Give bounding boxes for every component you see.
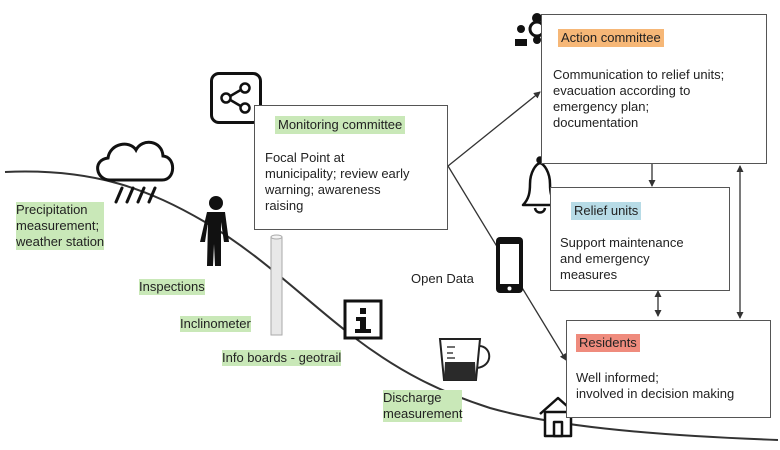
inclinometer-label: Inclinometer [180, 316, 251, 332]
measuring-jug-icon [438, 338, 491, 381]
open-data-label: Open Data [411, 271, 474, 286]
rain-cloud-icon [96, 140, 175, 204]
info-boards-label: Info boards - geotrail [222, 350, 342, 366]
monitoring-committee-box: Monitoring committee Focal Point at muni… [254, 105, 448, 230]
relief-units-title: Relief units [571, 202, 642, 220]
relief-units-box: Relief units Support maintenance and eme… [550, 187, 730, 291]
action-committee-title: Action committee [558, 29, 664, 47]
relief-units-description: Support maintenance and emergency measur… [560, 235, 684, 282]
inspections-label: Inspections [139, 279, 205, 295]
residents-title: Residents [576, 334, 640, 352]
monitoring-committee-title: Monitoring committee [275, 116, 406, 134]
discharge-label: Discharge measurement [383, 390, 463, 422]
monitoring-committee-description: Focal Point at municipality; review earl… [265, 150, 410, 213]
precipitation-label: Precipitation measurement; weather stati… [16, 202, 105, 250]
action-committee-description: Communication to relief units; evacuatio… [553, 67, 725, 130]
inclinometer-pipe-icon [270, 234, 283, 336]
action-committee-box: Action committee Communication to relief… [541, 14, 767, 164]
person-icon [200, 196, 229, 266]
smartphone-icon [496, 237, 523, 293]
share-icon [210, 72, 262, 124]
info-icon [343, 299, 383, 340]
residents-box: Residents Well informed; involved in dec… [566, 320, 771, 418]
residents-description: Well informed; involved in decision maki… [576, 370, 735, 401]
arrow-monitoring-to-action [447, 91, 541, 167]
